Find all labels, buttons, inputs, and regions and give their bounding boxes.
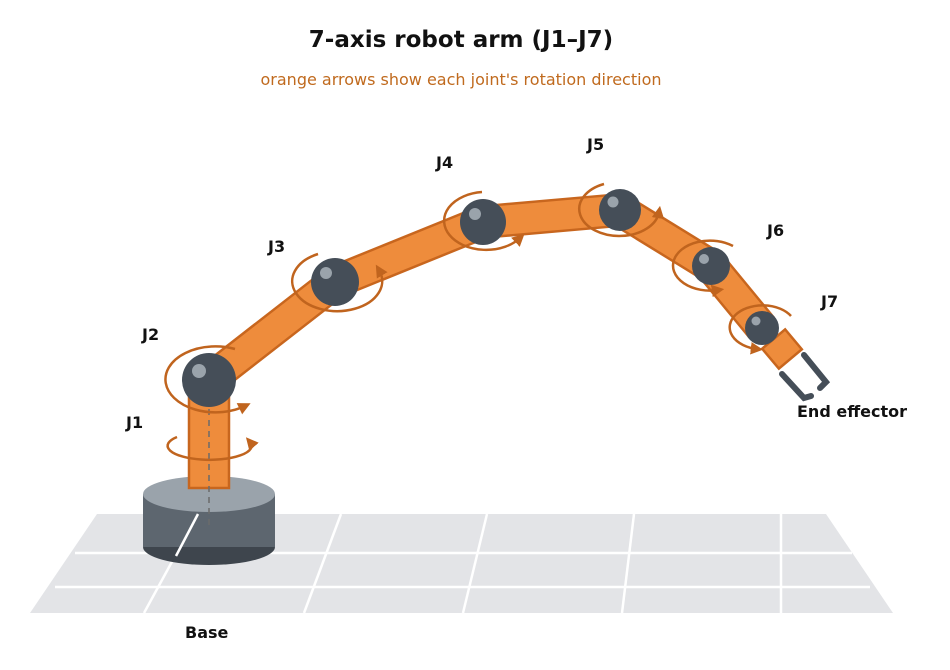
- gripper: [779, 352, 831, 402]
- joint-labels: J1 J2 J3 J4 J5 J6 J7 End effector Base: [125, 135, 907, 642]
- joint-j7: [745, 311, 779, 345]
- j7-rotation-arrow: [728, 304, 792, 355]
- label-j3: J3: [267, 237, 285, 256]
- label-j4: J4: [435, 153, 453, 172]
- label-base: Base: [185, 623, 229, 642]
- rotation-arrows: [164, 182, 792, 415]
- label-j1: J1: [125, 413, 143, 432]
- joint-j2: [182, 353, 236, 407]
- j4-rotation-arrow: [442, 190, 525, 252]
- joint-j3: [311, 258, 359, 306]
- diagram-title: 7-axis robot arm (J1–J7): [308, 27, 614, 53]
- j1-rotation-arrow: [166, 435, 259, 462]
- joint-j4: [460, 199, 506, 245]
- label-j6: J6: [766, 221, 784, 240]
- label-j7: J7: [820, 292, 838, 311]
- label-j5: J5: [586, 135, 604, 154]
- label-j2: J2: [141, 325, 159, 344]
- joint-j6: [692, 247, 730, 285]
- j3-rotation-arrow: [290, 252, 388, 313]
- label-end-effector: End effector: [797, 402, 907, 421]
- joints: [182, 189, 779, 407]
- diagram-subtitle: orange arrows show each joint's rotation…: [260, 70, 662, 89]
- j6-rotation-arrow: [671, 239, 734, 298]
- j2-rotation-arrow: [164, 345, 251, 415]
- j5-rotation-arrow: [578, 182, 665, 238]
- joint-j5: [599, 189, 641, 231]
